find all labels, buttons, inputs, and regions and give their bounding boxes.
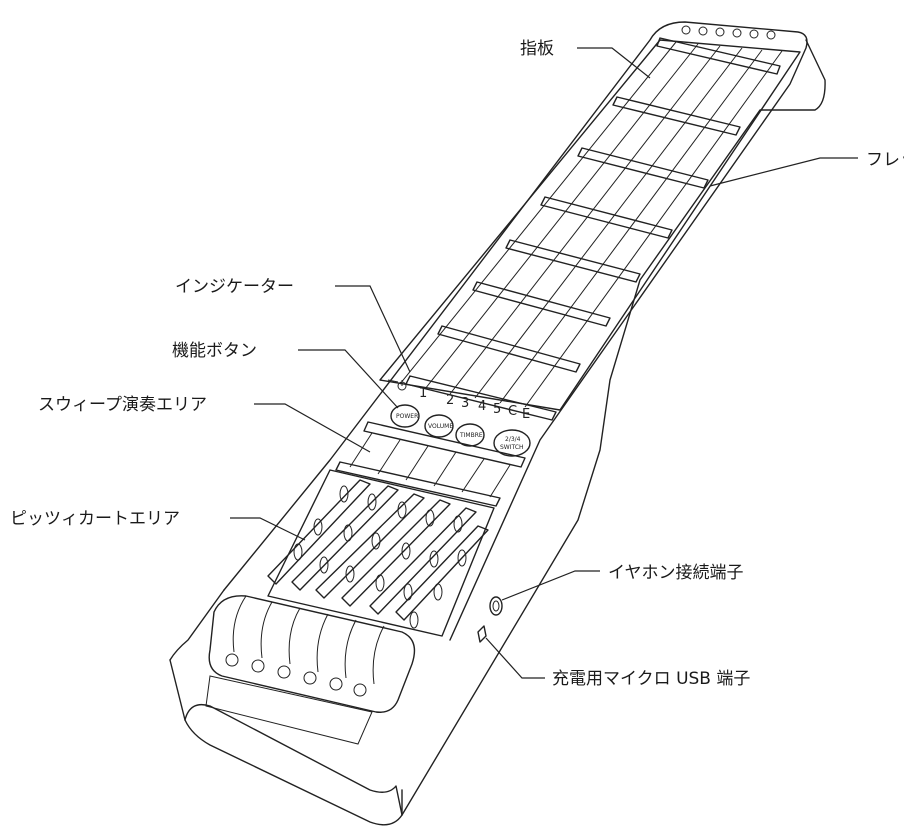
indicator-mark: 2 xyxy=(446,393,454,408)
fret xyxy=(540,196,673,239)
frets xyxy=(405,37,781,421)
usb-port xyxy=(477,625,487,643)
label-pizzicato-area: ピッツィカートエリア xyxy=(10,509,180,529)
power-button-label: POWER xyxy=(396,413,418,420)
switch-button-label-bottom: SWITCH xyxy=(500,444,524,451)
fret xyxy=(577,147,709,189)
callout-labels: 指板 フレット インジケーター 機能ボタン スウィープ演奏エリア ピッツィカート… xyxy=(10,39,904,689)
fret xyxy=(505,239,641,283)
label-indicator: インジケーター xyxy=(175,277,294,297)
switch-button-label-top: 2/3/4 xyxy=(505,436,521,443)
earphone-jack xyxy=(489,596,503,616)
fret xyxy=(472,281,611,327)
volume-button-label: VOLUME xyxy=(428,423,453,430)
fret xyxy=(405,375,557,421)
label-function-buttons: 機能ボタン xyxy=(172,341,257,361)
label-sweep-area: スウィープ演奏エリア xyxy=(38,395,207,415)
label-earphone-jack: イヤホン接続端子 xyxy=(608,563,744,583)
timbre-button-label: TIMBRE xyxy=(459,432,483,439)
label-fret: フレット xyxy=(866,150,904,170)
label-fingerboard: 指板 xyxy=(520,39,554,59)
volume-button[interactable]: VOLUME xyxy=(424,414,454,438)
indicator-row: 1 2 3 4 5 C E xyxy=(387,379,530,422)
label-usb-port: 充電用マイクロ USB 端子 xyxy=(552,669,750,689)
indicator-mark: 1 xyxy=(419,386,427,401)
power-icon xyxy=(397,380,407,391)
pizzicato-area xyxy=(267,469,495,637)
indicator-mark: 3 xyxy=(461,396,469,411)
instrument-body xyxy=(169,21,826,826)
sweep-area xyxy=(335,421,526,507)
indicator-mark: C xyxy=(508,404,517,419)
fret xyxy=(437,325,581,373)
roller-unit xyxy=(205,595,416,745)
power-button[interactable]: POWER xyxy=(390,404,420,428)
fret xyxy=(612,96,741,136)
indicator-mark: 4 xyxy=(478,399,486,414)
indicator-mark: E xyxy=(522,407,530,422)
leader-lines xyxy=(230,47,858,679)
fret xyxy=(656,37,781,75)
indicator-mark: 5 xyxy=(493,402,501,417)
switch-button[interactable]: 2/3/4 SWITCH xyxy=(493,429,531,457)
